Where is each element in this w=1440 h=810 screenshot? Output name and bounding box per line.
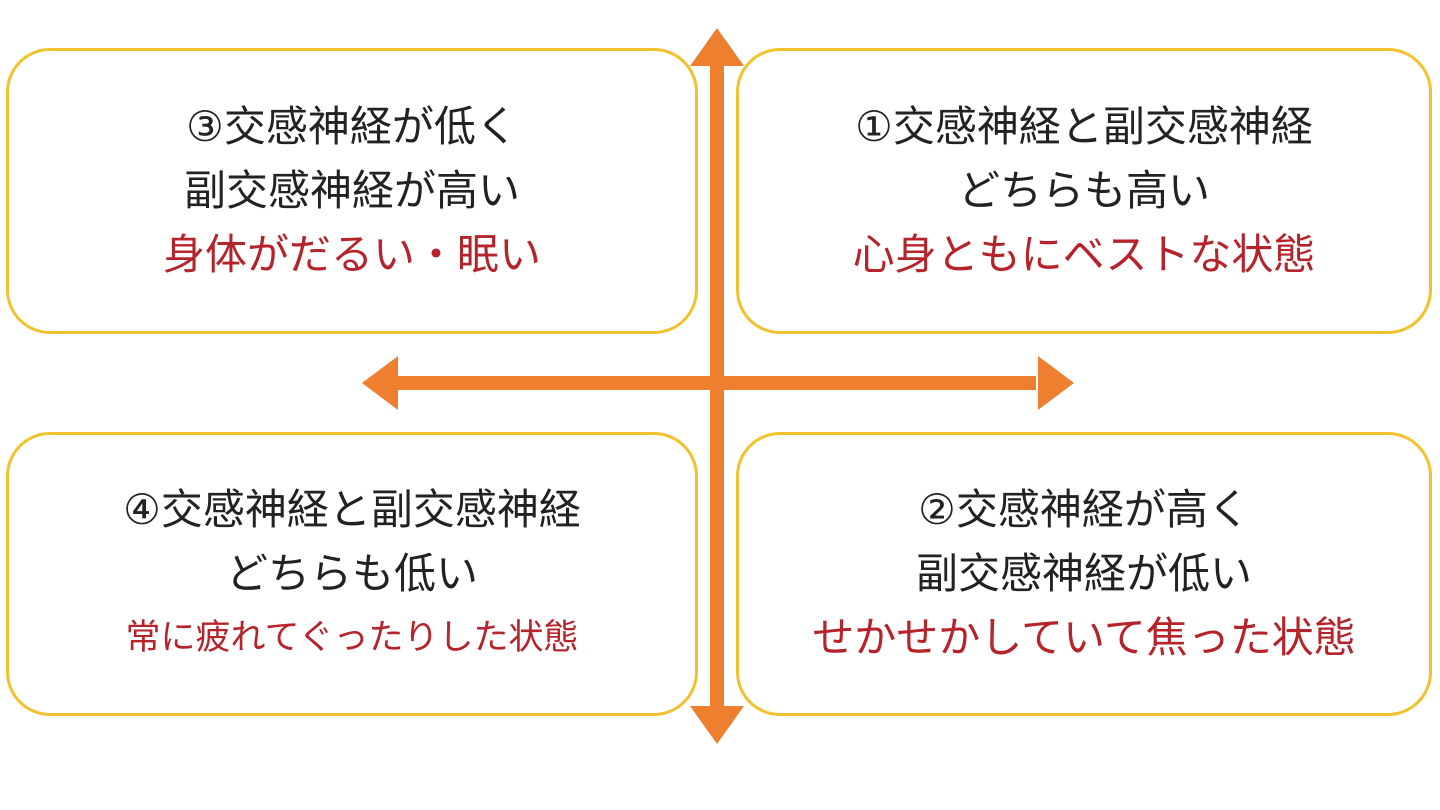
- quadrant-4-state: 常に疲れてぐったりした状態: [125, 618, 579, 658]
- quadrant-1-state: 心身ともにベストな状態: [852, 230, 1316, 279]
- quadrant-1-box: ①交感神経と副交感神経 どちらも高い 心身ともにベストな状態: [736, 48, 1432, 334]
- quadrant-2-line-2: 副交感神経が低い: [915, 549, 1252, 598]
- quadrant-3-line-1: ③交感神経が低く: [186, 102, 518, 151]
- quadrant-1-line-2: どちらも高い: [957, 166, 1210, 215]
- quadrant-2-box: ②交感神経が高く 副交感神経が低い せかせかしていて焦った状態: [736, 432, 1432, 716]
- quadrant-2-line-1: ②交感神経が高く: [918, 485, 1250, 534]
- quadrant-4-box: ④交感神経と副交感神経 どちらも低い 常に疲れてぐったりした状態: [6, 432, 698, 716]
- quadrant-3-box: ③交感神経が低く 副交感神経が高い 身体がだるい・眠い: [6, 48, 698, 334]
- quadrant-2-state: せかせかしていて焦った状態: [812, 613, 1356, 662]
- quadrant-4-line-1: ④交感神経と副交感神経: [123, 485, 581, 534]
- quadrant-3-state: 身体がだるい・眠い: [162, 230, 541, 279]
- vertical-axis-arrow: [690, 28, 744, 744]
- quadrant-4-line-2: どちらも低い: [225, 549, 478, 598]
- quadrant-1-line-1: ①交感神経と副交感神経: [855, 102, 1313, 151]
- quadrant-3-line-2: 副交感神経が高い: [183, 166, 520, 215]
